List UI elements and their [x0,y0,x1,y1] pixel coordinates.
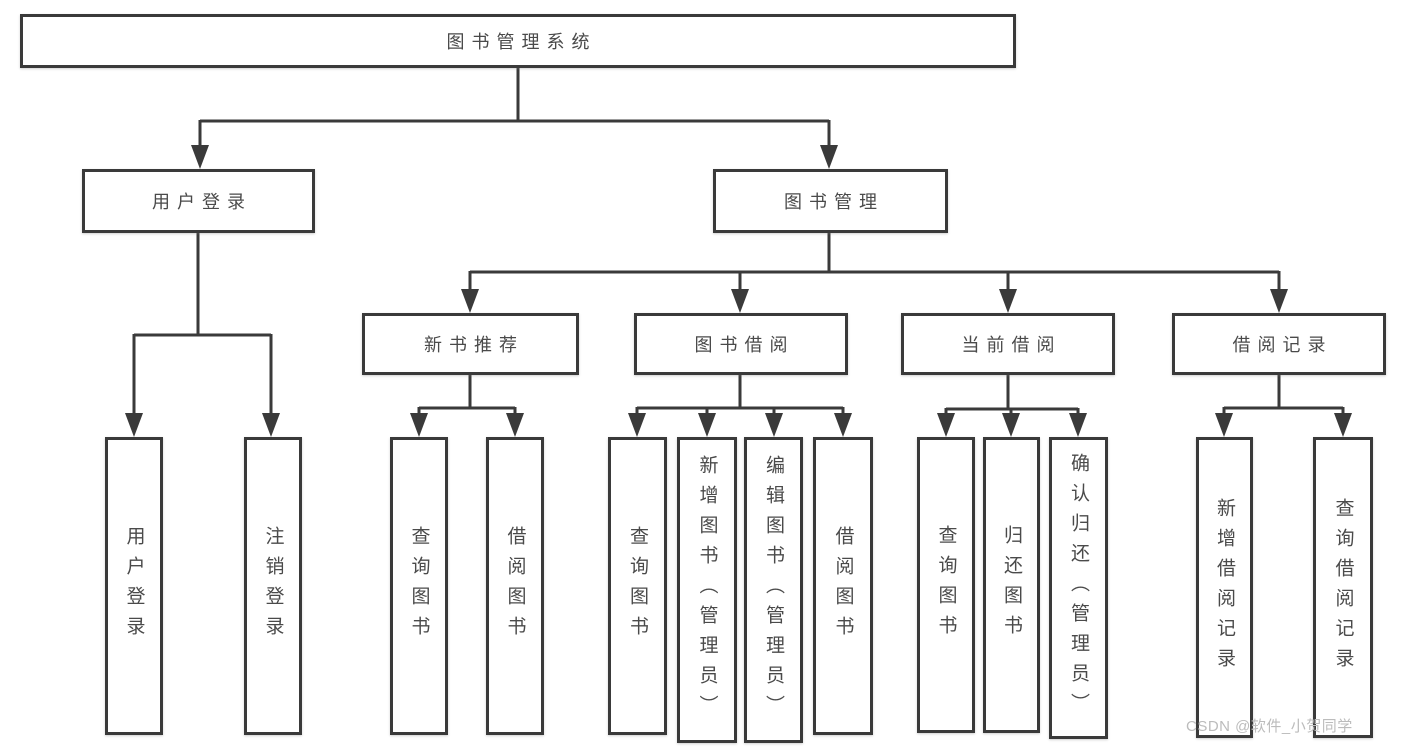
node-label: 新增借阅记录 [1214,497,1235,678]
node-label: 查询借阅记录 [1332,497,1354,678]
node-label: 编辑图书（管理员） [763,455,784,725]
node-borrow-add-books-admin: 新增图书（管理员） [677,437,737,743]
node-label: 查询图书 [408,526,430,646]
node-book-management: 图书管理 [713,169,948,233]
node-current-query-books: 查询图书 [917,437,975,733]
node-newbook-query-books: 查询图书 [390,437,448,735]
node-current-borrowing: 当前借阅 [901,313,1115,375]
node-label: 借阅记录 [1232,335,1333,355]
node-label: 归还图书 [1001,525,1022,645]
node-label: 新书推荐 [424,335,524,355]
node-borrow-query-books: 查询图书 [608,437,667,735]
node-label: 用户登录 [152,192,252,212]
node-label: 图书借阅 [694,335,795,355]
node-label: 用户登录 [123,526,145,646]
node-label: 借阅图书 [832,526,854,646]
node-current-confirm-return-admin: 确认归还（管理员） [1049,437,1108,739]
csdn-watermark: CSDN @软件_小贺同学 [1186,718,1353,735]
node-leaf-user-login: 用户登录 [105,437,163,735]
node-borrowing-records: 借阅记录 [1172,313,1386,375]
node-leaf-logout: 注销登录 [244,437,302,735]
node-borrow-borrow-books: 借阅图书 [813,437,873,735]
node-new-book-recommend: 新书推荐 [362,313,579,375]
node-label: 确认归还（管理员） [1068,453,1089,723]
node-current-return-books: 归还图书 [983,437,1040,733]
node-label: 借阅图书 [504,526,526,646]
node-label: 图书管理 [784,192,884,212]
node-records-add-record: 新增借阅记录 [1196,437,1253,738]
node-label: 当前借阅 [961,335,1062,355]
node-book-borrowing: 图书借阅 [634,313,848,375]
node-label: 新增图书（管理员） [696,455,718,725]
node-library-system: 图书管理系统 [20,14,1016,68]
node-user-login: 用户登录 [82,169,315,233]
node-borrow-edit-books-admin: 编辑图书（管理员） [744,437,803,743]
node-label: 查询图书 [935,525,957,645]
node-label: 注销登录 [262,526,284,646]
node-label: 图书管理系统 [446,32,597,52]
node-label: 查询图书 [627,526,648,646]
node-newbook-borrow-books: 借阅图书 [486,437,544,735]
node-records-query-record: 查询借阅记录 [1313,437,1373,738]
